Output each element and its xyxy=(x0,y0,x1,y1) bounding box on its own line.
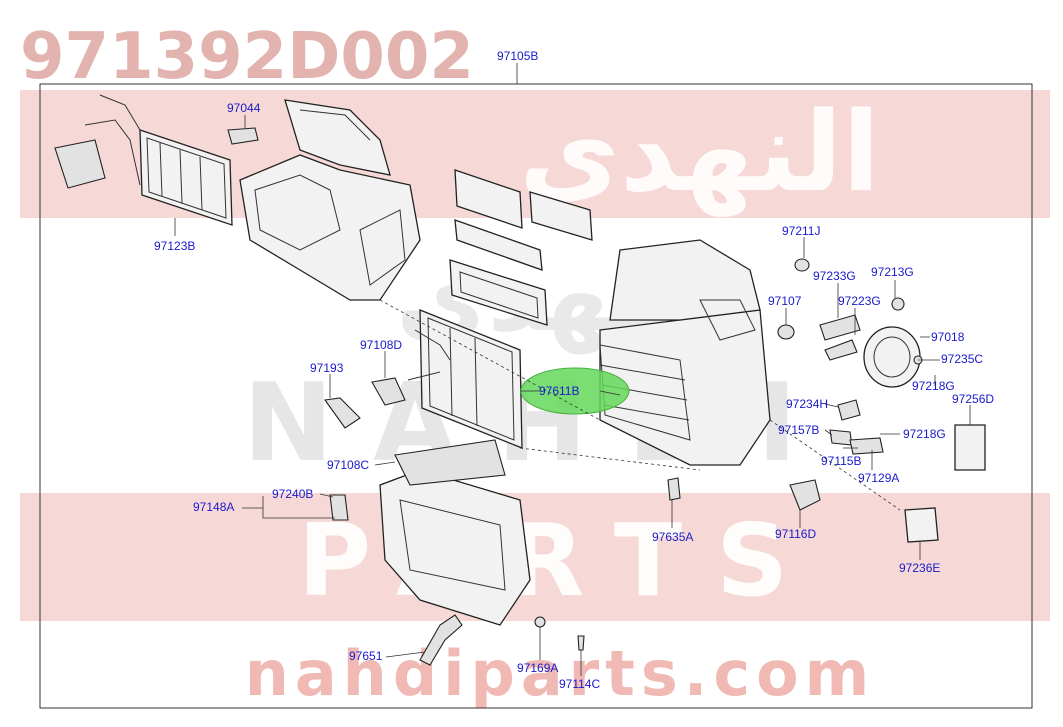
gasket-97108d-drawing xyxy=(371,377,406,406)
screw-97114c-drawing xyxy=(577,635,585,651)
part-label-97651[interactable]: 97651 xyxy=(349,649,383,663)
lever-97223g-drawing xyxy=(824,339,858,361)
part-label-97044[interactable]: 97044 xyxy=(227,101,261,115)
clip-drawing xyxy=(227,127,259,145)
part-label-97193[interactable]: 97193 xyxy=(310,361,344,375)
part-label-97635a[interactable]: 97635A xyxy=(652,530,693,544)
watermark-bottom-band xyxy=(20,493,1050,621)
module-97236e-drawing xyxy=(904,507,939,543)
link-97234h-drawing xyxy=(837,399,861,421)
part-label-97116d[interactable]: 97116D xyxy=(775,527,816,541)
part-label-97211j[interactable]: 97211J xyxy=(782,224,820,238)
bushing-drawing xyxy=(794,258,810,272)
actuator-97018-ring xyxy=(873,336,911,378)
heater-core-drawing xyxy=(139,129,233,226)
lower-case-drawing xyxy=(379,439,531,626)
part-label-97240b[interactable]: 97240B xyxy=(272,487,313,501)
evaporator-drawing xyxy=(407,309,523,449)
assembly-label[interactable]: 97105B xyxy=(497,49,538,63)
watermark-parts: PARTS xyxy=(298,502,822,619)
diagram-frame xyxy=(39,83,1033,709)
part-label-97123b[interactable]: 97123B xyxy=(154,239,195,253)
watermark-arabic: النهدي xyxy=(519,88,880,217)
part-label-97213g[interactable]: 97213G xyxy=(871,265,914,279)
part-label-97223g[interactable]: 97223G xyxy=(838,294,881,308)
main-case-drawing xyxy=(599,239,771,466)
part-label-97218g-a[interactable]: 97218G xyxy=(912,379,955,393)
link-97115b-drawing xyxy=(849,437,884,455)
part-label-97611b[interactable]: 97611B xyxy=(539,384,579,398)
part-label-97107[interactable]: 97107 xyxy=(768,294,802,308)
part-label-97236e[interactable]: 97236E xyxy=(899,561,940,575)
part-label-97108c[interactable]: 97108C xyxy=(327,458,369,472)
part-label-97233g[interactable]: 97233G xyxy=(813,269,856,283)
part-label-97115b[interactable]: 97115B xyxy=(821,454,861,468)
bushing-97107-drawing xyxy=(777,324,795,340)
part-label-97108d[interactable]: 97108D xyxy=(360,338,402,352)
gasket-97193-drawing xyxy=(324,397,361,429)
door-panels-drawing xyxy=(449,169,593,326)
part-labels: 97044 97123B 97211J 97233G 97213G 97107 … xyxy=(154,101,994,691)
heater-pipes-drawing xyxy=(54,94,151,189)
part-label-97256d[interactable]: 97256D xyxy=(952,392,994,406)
sensor-97148a-drawing xyxy=(329,494,349,521)
part-label-97018[interactable]: 97018 xyxy=(931,330,965,344)
sensor-97635a-drawing xyxy=(667,477,681,501)
clip-97213g-drawing xyxy=(891,297,905,311)
watermark-part-number: 971392D002 xyxy=(20,20,474,94)
part-label-97148a[interactable]: 97148A xyxy=(193,500,234,514)
lever-97233g-drawing xyxy=(819,314,861,341)
part-label-97234h[interactable]: 97234H xyxy=(786,397,828,411)
link-97157b-drawing xyxy=(829,429,853,446)
part-label-97235c[interactable]: 97235C xyxy=(941,352,983,366)
grommet-97169a-drawing xyxy=(534,616,546,628)
leader-lines xyxy=(174,115,971,676)
module-97256d-drawing xyxy=(954,424,986,471)
part-label-97129a[interactable]: 97129A xyxy=(858,471,899,485)
actuator-97018-drawing xyxy=(863,326,921,388)
part-label-97169a[interactable]: 97169A xyxy=(517,661,558,675)
drain-hose-97651-drawing xyxy=(419,614,463,666)
upper-housing-drawing xyxy=(239,99,421,301)
part-label-97114c[interactable]: 97114C xyxy=(559,677,600,691)
part-97116d-drawing xyxy=(789,479,821,511)
part-label-97157b[interactable]: 97157B xyxy=(778,423,819,437)
part-drawings xyxy=(54,94,986,666)
watermark-website: nahdiparts.com xyxy=(245,637,876,710)
part-label-97218g-b[interactable]: 97218G xyxy=(903,427,946,441)
